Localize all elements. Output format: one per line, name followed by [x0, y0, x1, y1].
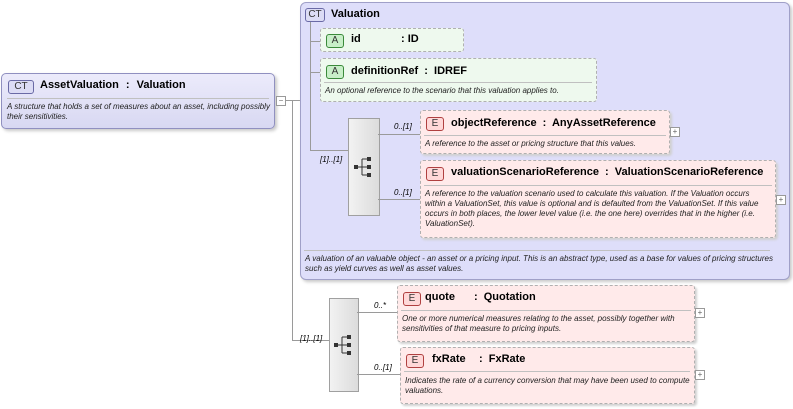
- fxrate-name: fxRate: [432, 353, 466, 365]
- quote-name: quote: [425, 291, 455, 303]
- connector-line: [292, 100, 300, 101]
- element-badge: E: [426, 117, 444, 131]
- connector-line: [310, 22, 311, 150]
- root-description: A structure that holds a set of measures…: [7, 102, 270, 121]
- element-fxrate[interactable]: E fxRate : FxRate Indicates the rate of …: [400, 347, 695, 404]
- attribute-definitionref-divider: [324, 82, 592, 83]
- element-badge: E: [426, 167, 444, 181]
- connector-line: [310, 41, 320, 42]
- root-type: Valuation: [136, 79, 186, 91]
- sequence-icon: [354, 157, 371, 177]
- attribute-id-type-value: ID: [407, 33, 419, 45]
- objectreference-name: objectReference: [451, 117, 537, 129]
- root-type-box[interactable]: CT AssetValuation : Valuation A structur…: [1, 73, 275, 129]
- quote-description: One or more numerical measures relating …: [402, 314, 675, 333]
- attribute-id[interactable]: A id : ID: [320, 28, 464, 52]
- objectreference-type: AnyAssetReference: [551, 117, 656, 129]
- connector-line: [286, 100, 292, 101]
- outer-sequence-compositor[interactable]: [329, 298, 359, 392]
- quote-divider: [401, 310, 691, 311]
- quote-type: Quotation: [483, 291, 536, 303]
- inner-sequence-compositor[interactable]: [348, 118, 380, 216]
- objectreference-description: A reference to the asset or pricing stru…: [425, 139, 636, 148]
- element-badge: E: [406, 354, 424, 368]
- fxrate-type-label: : FxRate: [479, 353, 525, 365]
- attribute-id-name: id: [351, 33, 361, 45]
- fxrate-description: Indicates the rate of a currency convers…: [405, 376, 690, 395]
- outer-sequence-cardinality: [1]..[1]: [300, 334, 323, 343]
- attribute-definitionref-name: definitionRef: [351, 65, 419, 77]
- valuation-title: Valuation: [331, 8, 380, 20]
- expand-quote-toggle[interactable]: +: [695, 308, 705, 318]
- root-title-divider: [7, 98, 269, 99]
- valuationscenarioreference-cardinality: 0..[1]: [394, 188, 412, 197]
- name-type-separator: :: [474, 291, 478, 303]
- name-type-separator: :: [424, 65, 428, 77]
- root-name: AssetValuation: [40, 79, 119, 91]
- attribute-definitionref-title: definitionRef : IDREF: [351, 65, 467, 77]
- name-type-separator: :: [125, 79, 130, 91]
- attribute-id-type: : ID: [401, 33, 419, 45]
- element-quote[interactable]: E quote : Quotation One or more numerica…: [397, 285, 695, 342]
- quote-type-label: : Quotation: [474, 291, 536, 303]
- attribute-badge: A: [326, 65, 344, 79]
- root-collapse-toggle[interactable]: −: [276, 96, 286, 106]
- name-type-separator: :: [401, 33, 405, 45]
- connector-line: [357, 312, 397, 313]
- valuation-description: A valuation of an valuable object - an a…: [305, 254, 773, 273]
- name-type-separator: :: [605, 166, 609, 178]
- connector-line: [292, 100, 293, 340]
- objectreference-title: objectReference : AnyAssetReference: [451, 117, 656, 129]
- element-objectreference[interactable]: E objectReference : AnyAssetReference A …: [420, 110, 670, 154]
- expand-fxrate-toggle[interactable]: +: [695, 370, 705, 380]
- connector-line: [292, 340, 329, 341]
- valuationscenarioreference-name: valuationScenarioReference: [451, 166, 599, 178]
- valuationscenarioreference-divider: [424, 185, 772, 186]
- attribute-definitionref[interactable]: A definitionRef : IDREF An optional refe…: [320, 58, 597, 102]
- valuationscenarioreference-type: ValuationScenarioReference: [614, 166, 764, 178]
- name-type-separator: :: [479, 353, 483, 365]
- attribute-definitionref-description: An optional reference to the scenario th…: [325, 86, 559, 95]
- connector-line: [310, 72, 320, 73]
- connector-line: [357, 374, 400, 375]
- root-type-title: AssetValuation : Valuation: [40, 79, 186, 91]
- element-badge: E: [403, 292, 421, 306]
- complex-type-badge: CT: [8, 80, 34, 94]
- objectreference-cardinality: 0..[1]: [394, 122, 412, 131]
- objectreference-divider: [424, 135, 666, 136]
- complex-type-badge: CT: [305, 8, 325, 22]
- valuationscenarioreference-description: A reference to the valuation scenario us…: [425, 189, 759, 228]
- name-type-separator: :: [542, 117, 547, 129]
- connector-line: [310, 150, 348, 151]
- expand-valuationscenarioreference-toggle[interactable]: +: [776, 195, 786, 205]
- fxrate-cardinality: 0..[1]: [374, 363, 392, 372]
- attribute-definitionref-type: IDREF: [434, 65, 468, 77]
- connector-line: [378, 199, 420, 200]
- fxrate-divider: [404, 371, 690, 372]
- fxrate-type: FxRate: [488, 353, 526, 365]
- sequence-icon: [334, 335, 351, 355]
- connector-line: [378, 134, 420, 135]
- valuationscenarioreference-title: valuationScenarioReference : ValuationSc…: [451, 166, 763, 178]
- quote-cardinality: 0..*: [374, 301, 387, 310]
- valuation-divider: [304, 250, 770, 251]
- inner-sequence-cardinality: [1]..[1]: [320, 155, 343, 164]
- attribute-badge: A: [326, 34, 344, 48]
- expand-objectreference-toggle[interactable]: +: [670, 127, 680, 137]
- element-valuationscenarioreference[interactable]: E valuationScenarioReference : Valuation…: [420, 160, 776, 238]
